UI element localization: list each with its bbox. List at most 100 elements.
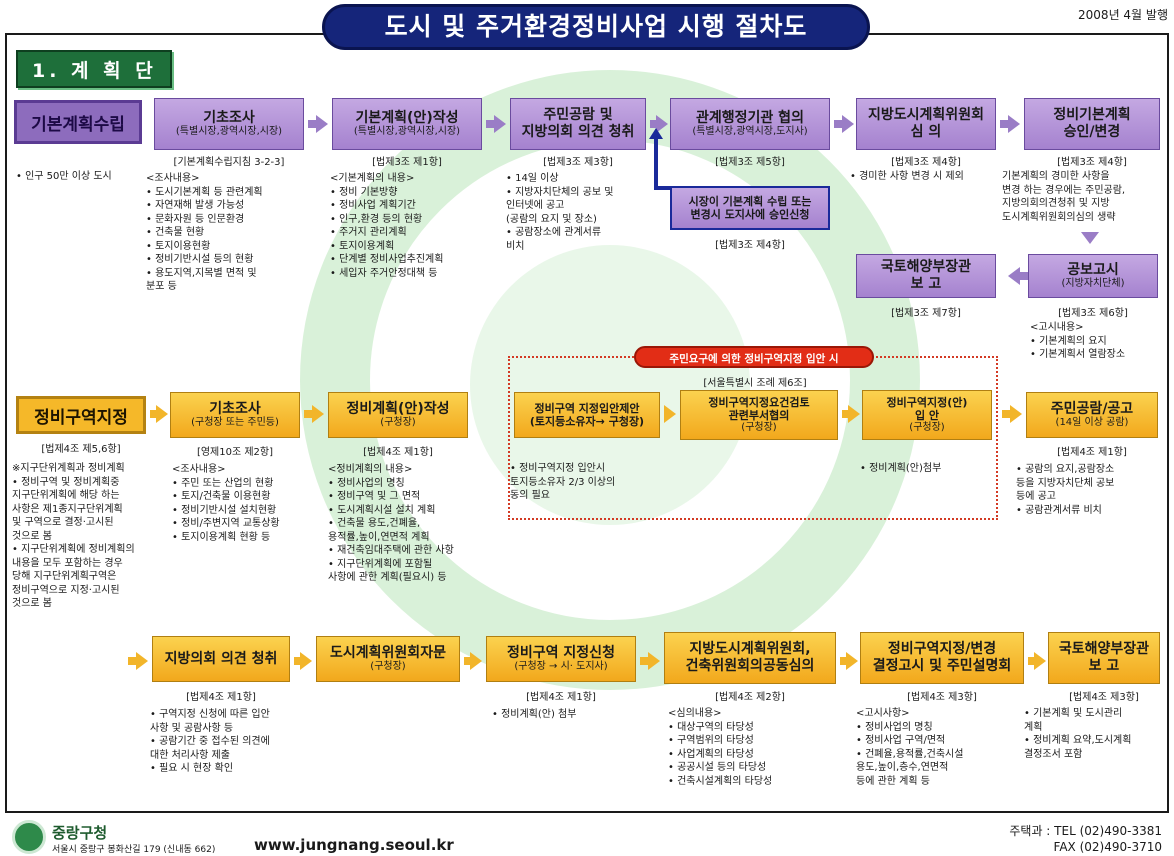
note-item: • 정비계획 요약,도시계획: [1024, 735, 1132, 746]
law-ref: [법제3조 제1항]: [372, 157, 442, 168]
approval-arrow-link: [654, 186, 670, 190]
step-title-line2: 결정고시 및 주민설명회: [872, 658, 1012, 674]
step-title: 주민공람/공고: [1050, 400, 1134, 417]
law-ref: [법제4조 제2항]: [715, 692, 785, 703]
arrow-right-icon: [846, 652, 858, 670]
note-item: • 지구단위계획에 정비계획의: [12, 544, 135, 555]
step-title: 기초조사: [209, 400, 261, 417]
note-item: • 세입자 주거안정대책 등: [330, 267, 438, 279]
note-item: 계획: [1024, 721, 1043, 733]
step-sub: (특별시장,광역시장,시장): [353, 126, 461, 138]
district-logo-icon: [12, 820, 46, 854]
law-ref: [법제3조 제4항]: [1057, 157, 1127, 168]
law-ref: [법제4조 제1항]: [363, 447, 433, 458]
announcement-notes: • 공람의 요지,공람장소 등을 지방자치단체 공보 등에 공고 • 공람관계서…: [1016, 463, 1114, 517]
zone-survey-notes: <조사내용> • 주민 또는 산업의 현황 • 토지/건축물 이용현황 • 정비…: [172, 463, 280, 544]
arrow-stem: [1028, 657, 1034, 665]
note-item: • 용도지역,지목별 면적 및: [146, 267, 257, 279]
law-ref: [법제4조 제3항]: [1069, 692, 1139, 703]
note-item: • 정비구역지정 입안시: [510, 463, 606, 474]
step-title: 주민공람 및: [543, 107, 613, 124]
step-committee-advice: 도시계획위원회자문 (구청장): [316, 636, 460, 682]
step-title-line2: 심 의: [910, 124, 942, 140]
note-item: • 토지이용계획: [330, 240, 395, 252]
note-item: <기본계획의 내용>: [330, 173, 415, 184]
page-title: 도시 및 주거환경정비사업 시행 절차도: [322, 4, 870, 50]
council-notes: • 구역지정 신청에 따른 입안 사항 및 공람사항 등 • 공람기간 중 접수…: [150, 708, 270, 776]
note-item: • 정비사업 계획기간: [330, 200, 416, 211]
arrow-right-icon: [842, 115, 854, 133]
note-item: • 공람관계서류 비치: [1016, 504, 1102, 516]
note-item: 당해 지구단위계획구역은: [12, 571, 117, 582]
step-zone-application: 정비구역 지정신청 (구청장 → 시· 도지사): [486, 636, 636, 682]
note-item: <고시내용>: [1030, 322, 1084, 333]
arrow-left-icon: [1008, 267, 1020, 285]
step-title: 정비구역지정요건검토: [708, 395, 810, 409]
note-item: 용도,높이,층수,연면적: [856, 762, 949, 773]
step-zone-survey: 기초조사 (구청장 또는 주민등): [170, 392, 300, 438]
note-item: (공람의 요지 및 장소): [506, 213, 597, 225]
note-item: <정비계획의 내용>: [328, 464, 413, 475]
note-item: • 지방자치단체의 공보 및: [506, 186, 614, 198]
note-item: • 정비 기본방향: [330, 186, 398, 198]
arrow-right-icon: [664, 405, 676, 423]
arrow-stem: [304, 410, 312, 418]
step-title-line2: 입 안: [914, 409, 940, 422]
note-item: • 공람기간 중 접수된 의견에: [150, 736, 270, 747]
plan-contents-notes: <기본계획의 내용> • 정비 기본방향 • 정비사업 계획기간 • 인구,환경…: [330, 172, 443, 280]
note-item: 사항은 제1종지구단위계획: [12, 503, 123, 515]
step-title: 기초조사: [203, 109, 255, 126]
note-item: <고시사항>: [856, 708, 910, 719]
note-item: • 기본계획서 열람장소: [1030, 349, 1126, 360]
note-item: 지구단위계획에 해당 하는: [12, 490, 120, 501]
arrow-down-icon: [1081, 232, 1099, 244]
note-item: • 정비구역 및 그 면적: [328, 491, 421, 502]
step-title-line2: 보 고: [1088, 658, 1120, 674]
note-item: • 도시기본계획 등 관련계획: [146, 186, 263, 198]
note-item: 사항에 관한 계획(필요시) 등: [328, 572, 447, 583]
note-item: • 14일 이상: [506, 173, 559, 184]
note-item: • 건폐율,용적률,건축시설: [856, 748, 964, 760]
note-item: • 정비/주변지역 교통상황: [172, 518, 280, 529]
step-zone-draft: 정비구역지정(안) 입 안 (구청장): [862, 390, 992, 440]
law-ref: [법제3조 제7항]: [891, 308, 961, 319]
footer-url-link[interactable]: www.jungnang.seoul.kr: [254, 836, 454, 854]
step-title: 지방도시계획위원회,: [689, 641, 811, 658]
note-item: • 주거지 관리계획: [330, 227, 407, 238]
proposal-notes: • 정비구역지정 입안시 토지등소유자 2/3 이상의 동의 필요: [510, 462, 615, 503]
arrow-right-icon: [1010, 405, 1022, 423]
note-item: 기본계획의 경미한 사항을: [1002, 171, 1110, 182]
category-zone-designation: 정비구역지정: [16, 396, 146, 434]
step-plan-approval: 정비기본계획 승인/변경: [1024, 98, 1160, 150]
note-item: 인터넷에 공고: [506, 200, 565, 211]
step-title: 정비기본계획: [1053, 107, 1131, 124]
note-item: 정비구역으로 지정·고시된: [12, 584, 120, 596]
note-item: • 정비기반시설 등의 현황: [146, 254, 254, 265]
note-item: • 문화자원 등 인문환경: [146, 213, 245, 225]
draft-note: • 정비계획(안)첨부: [860, 463, 942, 474]
step-basic-plan-draft: 기본계획(안)작성 (특별시장,광역시장,시장): [332, 98, 482, 150]
step-sub: (구청장): [370, 661, 406, 673]
step-sub: (특별시장,광역시장,시장): [175, 126, 283, 138]
arrow-right-icon: [156, 405, 168, 423]
note-item: 변경 하는 경우에는 주민공람,: [1002, 184, 1126, 196]
step-sub: (특별시장,광역시장,도지사): [692, 126, 808, 138]
law-ref: [법제4조 제3항]: [907, 692, 977, 703]
note-item: • 기본계획의 요지: [1030, 335, 1107, 347]
note-item: • 대상구역의 타당성: [668, 721, 754, 733]
note-item: 등을 지방자치단체 공보: [1016, 477, 1115, 489]
step-basic-survey: 기초조사 (특별시장,광역시장,시장): [154, 98, 304, 150]
note-item: • 재건축임대주택에 관한 사항: [328, 545, 454, 556]
note-item: 것으로 봄: [12, 530, 52, 542]
step-title: 정비구역 지정신청: [507, 644, 615, 661]
zone-plan-notes: <정비계획의 내용> • 정비사업의 명칭 • 정비구역 및 그 면적 • 도시…: [328, 463, 454, 585]
note-item: 및 구역으로 결정·고시된: [12, 517, 114, 528]
arrow-right-icon: [470, 652, 482, 670]
law-ref: [기본계획수립지침 3-2-3]: [173, 157, 285, 168]
note-item: <심의내용>: [668, 708, 722, 719]
note-item: <조사내용>: [146, 173, 200, 184]
arrow-stem: [464, 657, 470, 665]
step-sub: (구청장 → 시· 도지사): [514, 661, 608, 673]
step-title-line2: 건축위원회의공동심의: [685, 658, 815, 674]
note-item: • 도시계획시설 설치 계획: [328, 504, 436, 516]
